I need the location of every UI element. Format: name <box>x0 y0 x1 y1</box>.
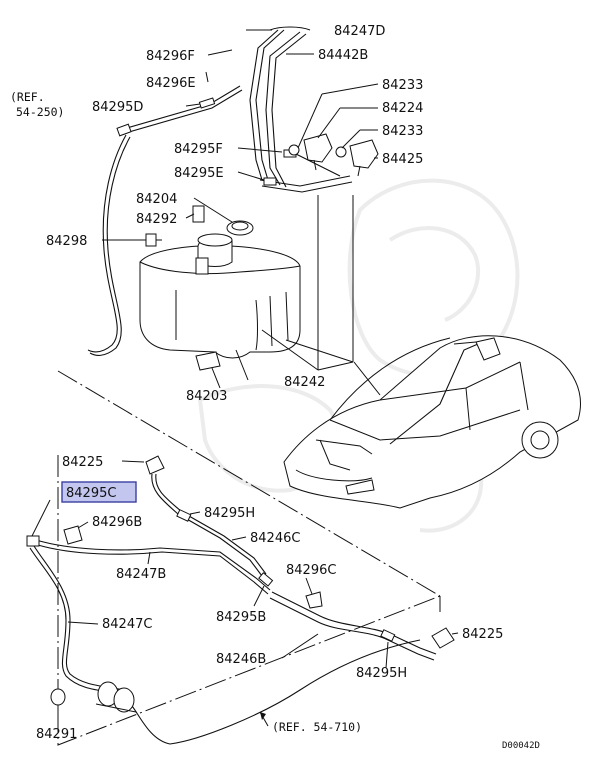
label-84247C[interactable]: 84247C <box>102 617 152 632</box>
bolt-84298 <box>145 233 162 247</box>
label-ref-54-250-line1[interactable]: (REF. <box>10 90 45 104</box>
label-84246B[interactable]: 84246B <box>216 652 266 667</box>
label-84224[interactable]: 84224 <box>382 101 423 116</box>
label-84247D[interactable]: 84247D <box>334 24 385 39</box>
hose-84247D-1 <box>249 29 279 181</box>
hose-84246B-b <box>269 597 435 661</box>
label-84296E[interactable]: 84296E <box>146 76 196 91</box>
clip-84296B <box>63 525 83 545</box>
manifold-hose-2 <box>261 181 353 193</box>
label-84295F[interactable]: 84295F <box>174 142 223 157</box>
hose-84247C-b <box>33 545 125 691</box>
joint-84295H-upper <box>176 509 192 522</box>
hose-84442B-2 <box>271 33 307 188</box>
label-84246C[interactable]: 84246C <box>250 531 300 546</box>
grommet-84292 <box>192 205 205 223</box>
car-illustration <box>283 335 581 509</box>
hose-84246B <box>271 591 437 655</box>
cap-84291 <box>50 688 66 706</box>
label-84295B[interactable]: 84295B <box>216 610 266 625</box>
lower-group-boundary <box>57 455 441 746</box>
label-84204[interactable]: 84204 <box>136 192 177 207</box>
label-84442B[interactable]: 84442B <box>318 48 368 63</box>
joint-84295B <box>258 572 274 587</box>
label-84295E[interactable]: 84295E <box>174 166 224 181</box>
label-84225-upper[interactable]: 84225 <box>62 455 103 470</box>
ref-line <box>317 361 354 371</box>
label-84295D[interactable]: 84295D <box>92 100 143 115</box>
joint-84295H-lower <box>380 629 396 642</box>
hose-left-main <box>87 134 127 353</box>
label-84225-lower[interactable]: 84225 <box>462 627 503 642</box>
label-84292[interactable]: 84292 <box>136 212 177 227</box>
label-84295H-upper[interactable]: 84295H <box>204 506 255 521</box>
hose-84247B <box>35 539 271 591</box>
leader-tank-mid-2 <box>285 339 354 363</box>
document-code: D00042D <box>502 741 540 751</box>
leader-lines <box>31 29 459 718</box>
leader-tank-mid <box>261 329 319 371</box>
hose-84247B-b <box>37 544 269 595</box>
hose-top-bend <box>269 26 311 31</box>
connector-84295C <box>26 535 40 547</box>
upper-group-boundary-left <box>57 370 441 597</box>
nozzle-84425 <box>335 139 379 177</box>
hose-84247D-2 <box>255 29 285 181</box>
label-84425[interactable]: 84425 <box>382 152 423 167</box>
label-84295H-lower[interactable]: 84295H <box>356 666 407 681</box>
label-ref-54-250-line2[interactable]: 54-250) <box>16 105 64 119</box>
label-84233-lower[interactable]: 84233 <box>382 124 423 139</box>
pump-84204 <box>226 220 254 236</box>
label-84203[interactable]: 84203 <box>186 389 227 404</box>
washer-tank-84242 <box>139 233 301 359</box>
clip-84296C <box>305 591 323 609</box>
nozzle-feed-hose <box>295 153 341 177</box>
nozzle-84225-right <box>431 627 455 649</box>
label-84295C[interactable]: 84295C <box>66 486 116 501</box>
hose-84246C-b <box>155 473 267 575</box>
label-84296B[interactable]: 84296B <box>92 515 142 530</box>
label-84296F[interactable]: 84296F <box>146 49 195 64</box>
bracket-84203 <box>195 351 221 371</box>
label-84242[interactable]: 84242 <box>284 375 325 390</box>
label-ref-54-710[interactable]: (REF. 54-710) <box>272 720 362 734</box>
joint-84295E <box>263 177 277 186</box>
hose-clip-84295D <box>116 123 132 137</box>
hose-upper-84442-b <box>121 89 243 135</box>
ref-line-car <box>353 361 381 396</box>
grommet-lower <box>95 681 137 713</box>
nozzle-84224 <box>288 133 333 171</box>
label-84233-upper[interactable]: 84233 <box>382 78 423 93</box>
hose-84247C <box>29 547 421 745</box>
hose-left-main-b <box>89 136 131 356</box>
label-84291[interactable]: 84291 <box>36 727 77 742</box>
hose-84442B-1 <box>265 31 301 186</box>
label-84298[interactable]: 84298 <box>46 234 87 249</box>
ref710-arrow <box>260 712 266 720</box>
nozzle-84225-left <box>145 455 165 475</box>
hose-84246C <box>151 473 263 577</box>
label-84296C[interactable]: 84296C <box>286 563 336 578</box>
label-84247B[interactable]: 84247B <box>116 567 166 582</box>
highlight-84295C <box>61 481 137 503</box>
joint-84295D <box>198 97 216 109</box>
